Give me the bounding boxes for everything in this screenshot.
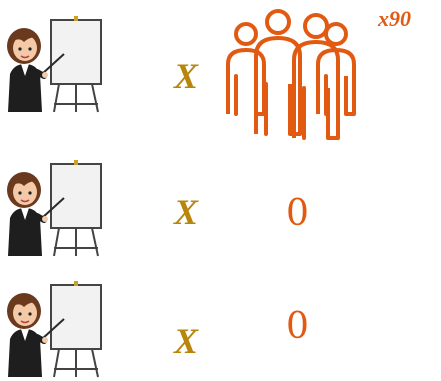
audience-count: 0	[286, 196, 309, 232]
presenter-with-board-icon	[4, 14, 114, 114]
multiplier-x: X	[174, 58, 198, 94]
multiplier-x: X	[174, 323, 198, 359]
row-2: X 0	[0, 150, 441, 265]
audience-count: 0	[286, 309, 309, 345]
people-group-icon	[220, 4, 380, 154]
row-1: X x90	[0, 0, 441, 150]
presenter-with-board-icon	[4, 158, 114, 258]
presenter-with-board-icon	[4, 279, 114, 379]
row-3: X 0	[0, 265, 441, 381]
multiplier-x: X	[174, 194, 198, 230]
group-factor: x90	[378, 8, 411, 30]
